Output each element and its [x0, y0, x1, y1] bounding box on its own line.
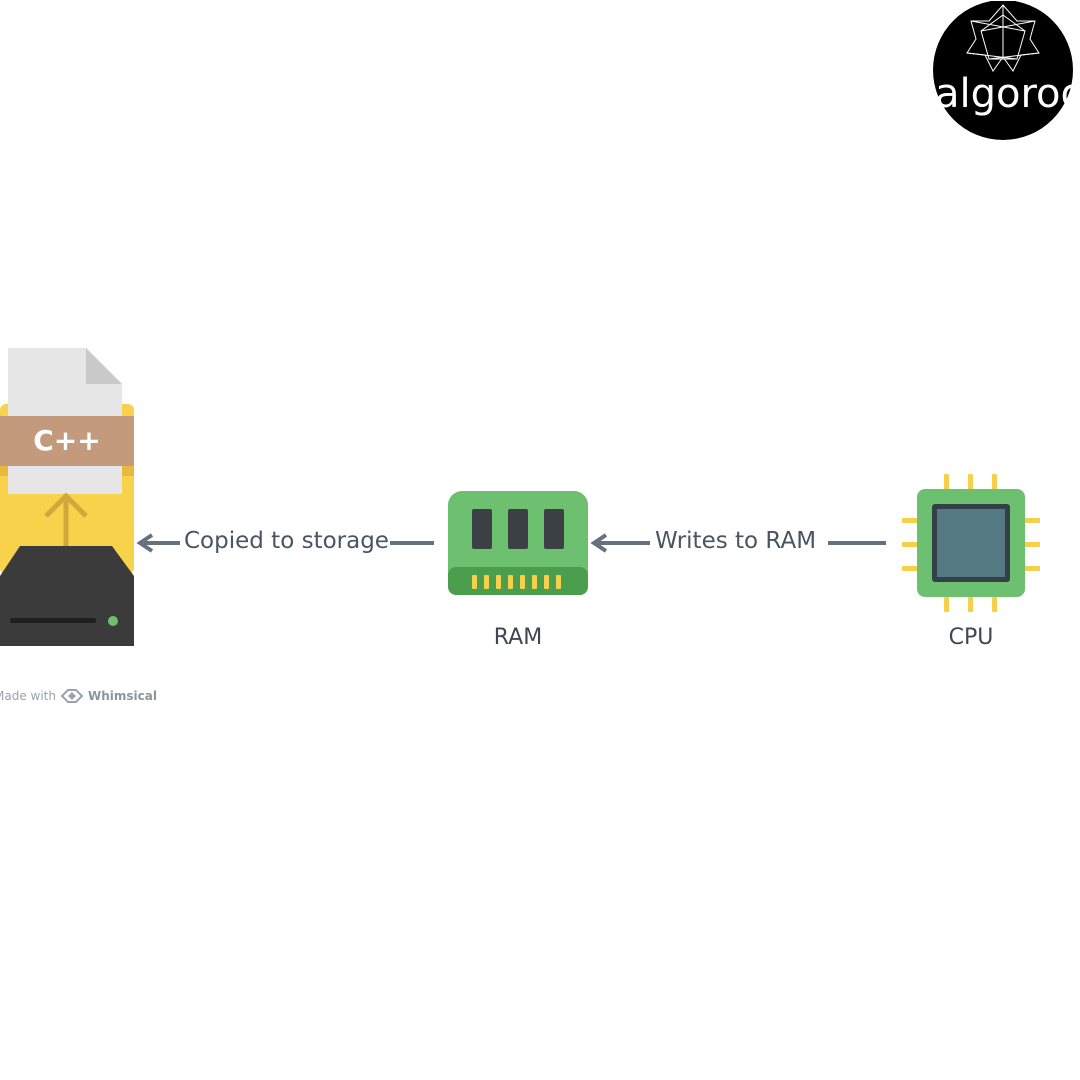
file-language-label: C++ [33, 424, 101, 457]
ram-label: RAM [493, 625, 543, 650]
whimsical-logo-icon [60, 689, 84, 703]
cpu-icon [902, 474, 1040, 612]
storage-icon [0, 348, 134, 646]
algoroo-logo: algoroo [929, 1, 1080, 140]
storage-node: C++ [0, 344, 140, 654]
cpu-node [898, 470, 1044, 616]
made-with-whimsical: Made with Whimsical [0, 689, 157, 703]
edge-label-copied-to-storage: Copied to storage [184, 528, 389, 554]
arrow-cpu-to-ram [590, 533, 886, 553]
logo-badge-icon: algoroo [933, 1, 1080, 140]
watermark-brand: Whimsical [87, 689, 157, 703]
ram-icon [448, 491, 588, 595]
edge-label-writes-to-ram: Writes to RAM [655, 528, 817, 554]
ram-node [448, 491, 588, 597]
arrow-ram-to-storage [136, 533, 434, 553]
logo-text: algoroo [935, 71, 1080, 117]
watermark-prefix: Made with [0, 689, 56, 703]
cpu-label: CPU [948, 625, 994, 650]
